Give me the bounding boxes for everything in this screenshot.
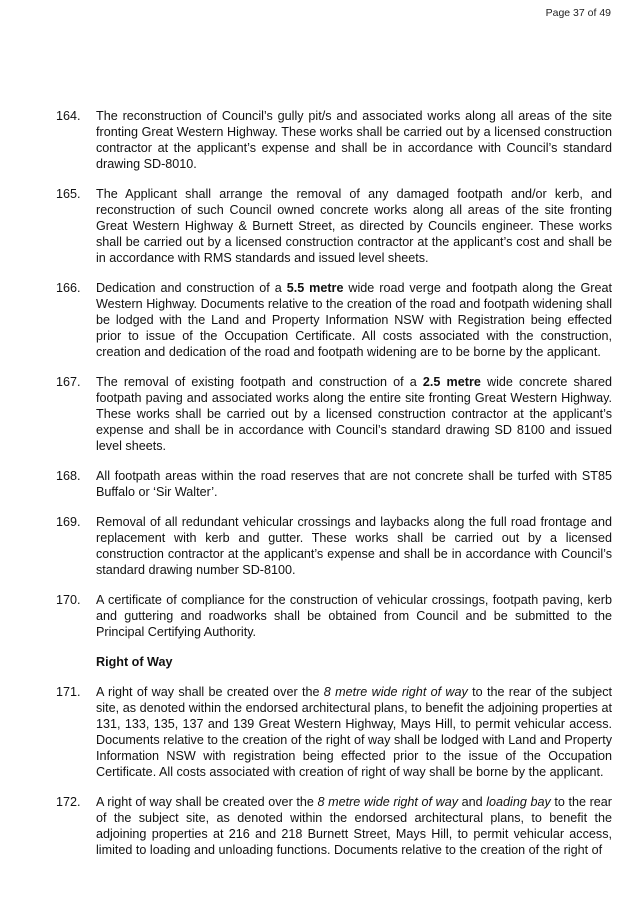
clause-text-part: The removal of existing footpath and con… bbox=[96, 375, 423, 389]
clause-number: 172. bbox=[56, 795, 81, 809]
clause-italic-term: 8 metre wide right of way bbox=[317, 795, 459, 809]
clause-bold-measure: 5.5 metre bbox=[286, 281, 344, 295]
clause-text-part: A right of way shall be created over the bbox=[96, 795, 318, 809]
clause-number: 166. bbox=[56, 281, 81, 295]
clause-165: 165. The Applicant shall arrange the rem… bbox=[56, 186, 612, 266]
clause-text: The removal of existing footpath and con… bbox=[96, 374, 612, 454]
clause-text-part: to the rear of the subject site, as deno… bbox=[96, 795, 613, 857]
clause-number: 170. bbox=[56, 593, 81, 607]
clause-text: The reconstruction of Council’s gully pi… bbox=[96, 109, 612, 171]
clause-text-part: wide road verge and footpath along the G… bbox=[96, 281, 613, 359]
clause-text: Removal of all redundant vehicular cross… bbox=[96, 515, 612, 577]
clause-text: The Applicant shall arrange the removal … bbox=[96, 187, 612, 265]
clause-text-part: Dedication and construction of a bbox=[96, 281, 287, 295]
clause-172: 172. A right of way shall be created ove… bbox=[56, 794, 612, 858]
document-body: 164. The reconstruction of Council’s gul… bbox=[56, 108, 612, 872]
clause-italic-term: loading bay bbox=[486, 795, 551, 809]
clause-number: 169. bbox=[56, 515, 81, 529]
clause-text-part: wide concrete shared footpath paving and… bbox=[96, 375, 612, 453]
clause-text: A right of way shall be created over the… bbox=[96, 684, 612, 780]
clause-171: 171. A right of way shall be created ove… bbox=[56, 684, 612, 780]
clause-170: 170. A certificate of compliance for the… bbox=[56, 592, 612, 640]
clause-text: A right of way shall be created over the… bbox=[96, 794, 612, 858]
clause-text: Dedication and construction of a 5.5 met… bbox=[96, 280, 612, 360]
clause-text: A certificate of compliance for the cons… bbox=[96, 593, 612, 639]
clause-text-part: A right of way shall be created over the bbox=[96, 685, 324, 699]
clause-number: 167. bbox=[56, 375, 81, 389]
clause-168: 168. All footpath areas within the road … bbox=[56, 468, 612, 500]
clause-number: 165. bbox=[56, 187, 81, 201]
section-heading-right-of-way: Right of Way bbox=[96, 655, 173, 669]
clause-number: 164. bbox=[56, 109, 81, 123]
clause-166: 166. Dedication and construction of a 5.… bbox=[56, 280, 612, 360]
page-number: Page 37 of 49 bbox=[545, 7, 611, 19]
clause-164: 164. The reconstruction of Council’s gul… bbox=[56, 108, 612, 172]
clause-number: 168. bbox=[56, 469, 81, 483]
clause-text-part: and bbox=[458, 795, 487, 809]
clause-italic-term: 8 metre wide right of way bbox=[323, 685, 468, 699]
clause-text: All footpath areas within the road reser… bbox=[96, 469, 612, 499]
clause-text-part: to the rear of the subject site, as deno… bbox=[96, 685, 613, 779]
clause-167: 167. The removal of existing footpath an… bbox=[56, 374, 612, 454]
clause-bold-measure: 2.5 metre bbox=[422, 375, 481, 389]
clause-number: 171. bbox=[56, 685, 81, 699]
clause-169: 169. Removal of all redundant vehicular … bbox=[56, 514, 612, 578]
